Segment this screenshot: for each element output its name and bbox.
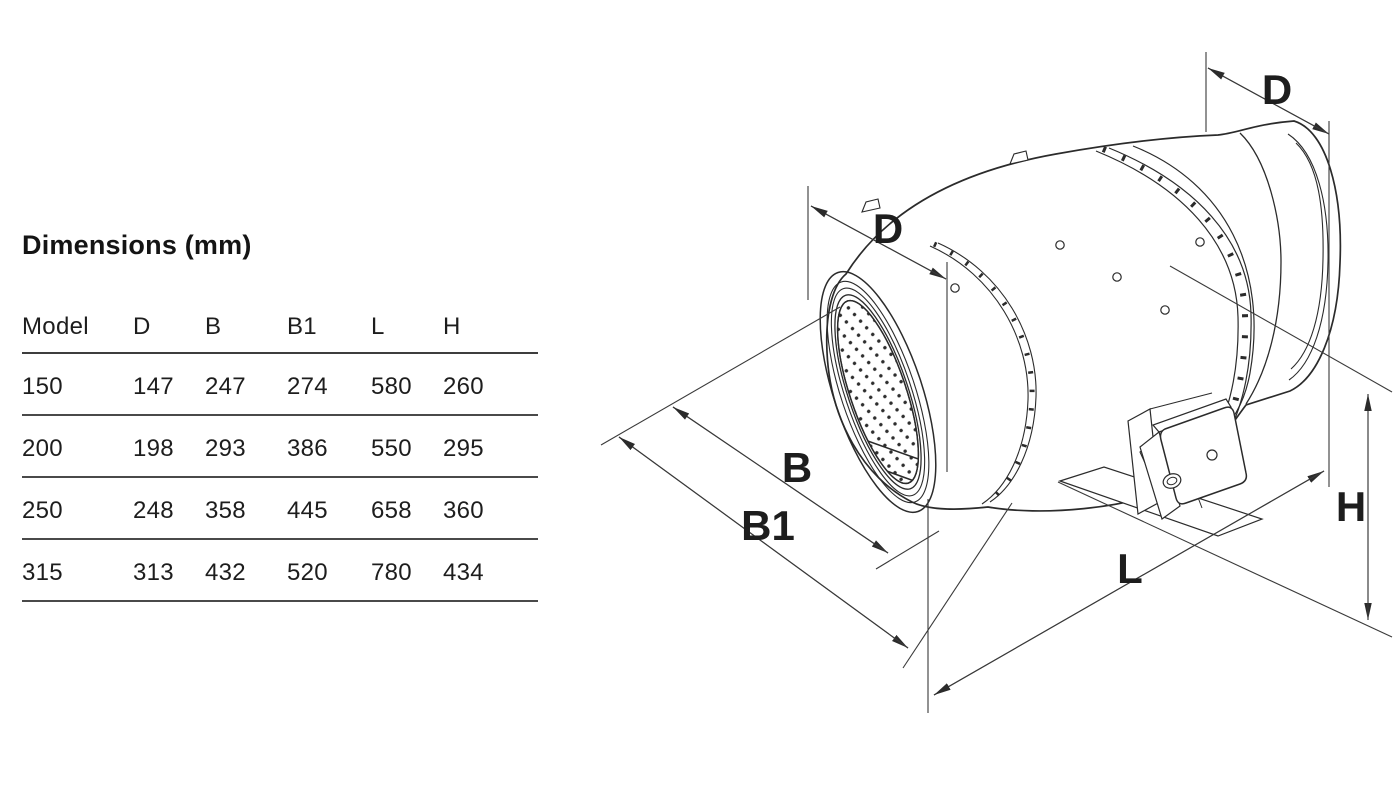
dimension-lines [600,52,1393,713]
table-cell: 386 [287,416,371,478]
dim-label-d-inlet: D [873,205,903,252]
table-cell: 248 [133,478,205,540]
table-cell: 432 [205,540,287,602]
table-cell: 198 [133,416,205,478]
column-header: L [371,313,443,354]
terminal-box [1058,392,1264,537]
table-cell: 658 [371,478,443,540]
table-cell: 293 [205,416,287,478]
table-cell: 150 [22,354,133,416]
table-cell: 315 [22,540,133,602]
table-cell: 247 [205,354,287,416]
table-cell: 250 [22,478,133,540]
dim-label-h: H [1336,483,1366,530]
table-cell: 358 [205,478,287,540]
dim-label-b: B [782,444,812,491]
dim-label-b1: B1 [741,502,795,549]
table-cell: 200 [22,416,133,478]
column-header: B [205,313,287,354]
dimensions-table: Model D B B1 L H 150 147 247 274 580 260… [22,313,538,602]
table-cell: 295 [443,416,538,478]
dim-label-d-outlet: D [1262,66,1292,113]
table-cell: 360 [443,478,538,540]
column-header: H [443,313,538,354]
table-cell: 313 [133,540,205,602]
dimensions-title: Dimensions (mm) [22,230,252,260]
fan-dimension-drawing: D D B B1 L H [600,52,1393,713]
table-cell: 260 [443,354,538,416]
table-cell: 445 [287,478,371,540]
table-cell: 147 [133,354,205,416]
table-cell: 580 [371,354,443,416]
table-cell: 550 [371,416,443,478]
table-cell: 434 [443,540,538,602]
dim-label-l: L [1117,545,1143,592]
table-cell: 780 [371,540,443,602]
column-header: B1 [287,313,371,354]
column-header: D [133,313,205,354]
table-cell: 520 [287,540,371,602]
dimensions-panel: Dimensions (mm) Model D B B1 L H 150 147… [22,230,538,602]
column-header: Model [22,313,133,354]
table-cell: 274 [287,354,371,416]
